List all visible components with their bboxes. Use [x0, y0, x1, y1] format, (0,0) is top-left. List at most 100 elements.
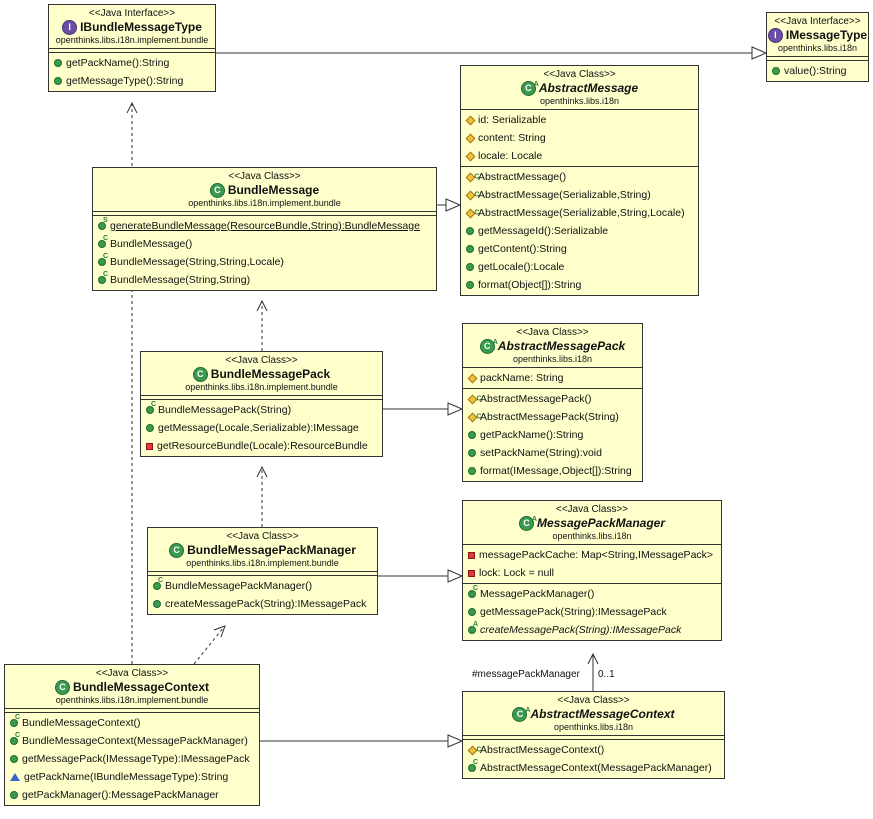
method-row[interactable]: getMessageType():String — [49, 72, 215, 90]
method-text: BundleMessageContext() — [22, 717, 141, 729]
class-icon: C — [209, 183, 225, 198]
fields-section — [5, 709, 259, 713]
class-name: IBundleMessageType — [80, 20, 202, 34]
method-row[interactable]: getPackName(IBundleMessageType):String — [5, 768, 259, 786]
method-row[interactable]: createMessagePack(String):IMessagePack — [148, 595, 377, 613]
method-text: getMessage(Locale,Serializable):IMessage — [158, 422, 359, 434]
public-visibility-icon: C — [98, 271, 108, 284]
method-row[interactable]: getMessagePack(IMessageType):IMessagePac… — [5, 750, 259, 768]
method-text: AbstractMessage(Serializable,String) — [478, 189, 651, 201]
method-text: AbstractMessageContext() — [480, 744, 605, 756]
public-visibility-icon — [10, 755, 18, 763]
field-text: content: String — [478, 132, 546, 144]
field-row[interactable]: messagePackCache: Map<String,IMessagePac… — [463, 546, 721, 564]
method-row[interactable]: getPackName():String — [49, 54, 215, 72]
method-text: AbstractMessagePack(String) — [480, 411, 619, 423]
public-visibility-icon: C — [98, 235, 108, 248]
method-text: getResourceBundle(Locale):ResourceBundle — [157, 440, 368, 452]
method-row[interactable]: getLocale():Locale — [461, 258, 698, 276]
protected-visibility-icon — [465, 133, 476, 143]
class-package: openthinks.libs.i18n — [512, 354, 593, 364]
method-row[interactable]: setPackName(String):void — [463, 444, 642, 462]
field-row[interactable]: id: Serializable — [461, 111, 698, 129]
class-icon: C — [192, 367, 208, 382]
method-row[interactable]: getPackManager():MessagePackManager — [5, 786, 259, 804]
method-row[interactable]: format(IMessage,Object[]):String — [463, 462, 642, 480]
class-name: BundleMessagePackManager — [187, 543, 356, 557]
class-stereotype: <<Java Class>> — [95, 668, 169, 679]
class-package: openthinks.libs.i18n.implement.bundle — [55, 695, 209, 705]
method-row[interactable]: getResourceBundle(Locale):ResourceBundle — [141, 437, 382, 455]
generalization-arrowhead — [447, 569, 464, 583]
public-visibility-icon — [466, 245, 474, 253]
method-text: createMessagePack(String):IMessagePack — [480, 624, 682, 636]
method-text: BundleMessagePackManager() — [165, 580, 313, 592]
public-visibility-icon: C — [153, 577, 163, 590]
method-text: BundleMessage(String,String,Locale) — [110, 256, 284, 268]
field-row[interactable]: lock: Lock = null — [463, 564, 721, 582]
method-row[interactable]: getMessage(Locale,Serializable):IMessage — [141, 419, 382, 437]
method-text: getContent():String — [478, 243, 567, 255]
field-row[interactable]: content: String — [461, 129, 698, 147]
methods-section: value():String — [767, 61, 868, 81]
method-text: format(IMessage,Object[]):String — [480, 465, 632, 477]
method-row[interactable]: getContent():String — [461, 240, 698, 258]
method-text: getPackName(IBundleMessageType):String — [24, 771, 229, 783]
public-visibility-icon: C — [468, 759, 478, 772]
method-row[interactable]: getPackName():String — [463, 426, 642, 444]
field-row[interactable]: locale: Locale — [461, 147, 698, 165]
class-stereotype: <<Java Class>> — [555, 504, 629, 515]
class-name: IMessageType — [785, 28, 868, 42]
public-visibility-icon — [468, 431, 476, 439]
association-arrowhead — [587, 652, 599, 665]
method-row[interactable]: value():String — [767, 62, 868, 80]
method-row[interactable]: format(Object[]):String — [461, 276, 698, 294]
method-row[interactable]: getMessagePack(String):IMessagePack — [463, 603, 721, 621]
protected-visibility-icon: C — [465, 190, 479, 200]
method-row[interactable]: getMessageId():Serializable — [461, 222, 698, 240]
class-icon: C — [54, 680, 70, 695]
class-name: MessagePackManager — [536, 516, 666, 530]
field-row[interactable]: packName: String — [463, 369, 642, 387]
generalization-arrowhead — [447, 734, 464, 748]
protected-visibility-icon: C — [467, 745, 481, 755]
dependency-arrowhead — [213, 625, 226, 638]
generalization-arrowhead — [445, 198, 462, 212]
